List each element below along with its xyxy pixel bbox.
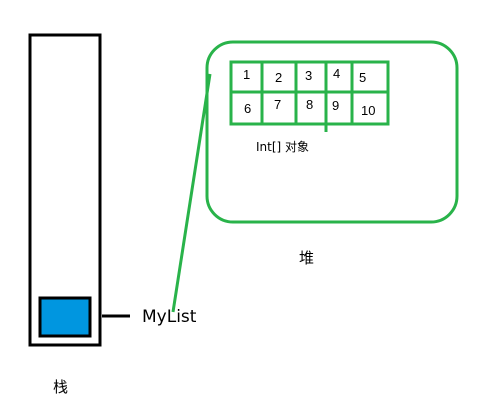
stack-variable-slot — [38, 296, 92, 338]
array-cell: 9 — [332, 98, 339, 113]
array-cell: 10 — [361, 103, 375, 118]
variable-label: MyList — [142, 307, 197, 327]
heap-region — [205, 40, 459, 224]
stack-frame — [28, 33, 102, 347]
array-cell: 2 — [275, 70, 282, 85]
reference-arrow-line — [171, 73, 212, 313]
int-array-grid — [229, 60, 390, 132]
stack-label: 栈 — [53, 378, 68, 396]
array-cell: 1 — [243, 67, 250, 82]
array-cell: 6 — [244, 101, 251, 116]
array-object-label: Int[] 对象 — [256, 140, 309, 154]
heap-label: 堆 — [299, 249, 314, 267]
array-cell: 4 — [333, 66, 340, 81]
array-cell: 7 — [274, 97, 281, 112]
array-cell: 8 — [306, 97, 313, 112]
array-cell: 3 — [305, 68, 312, 83]
array-cell-values: 1 2 3 4 5 6 7 8 9 10 — [243, 66, 375, 118]
array-cell: 5 — [359, 70, 366, 85]
